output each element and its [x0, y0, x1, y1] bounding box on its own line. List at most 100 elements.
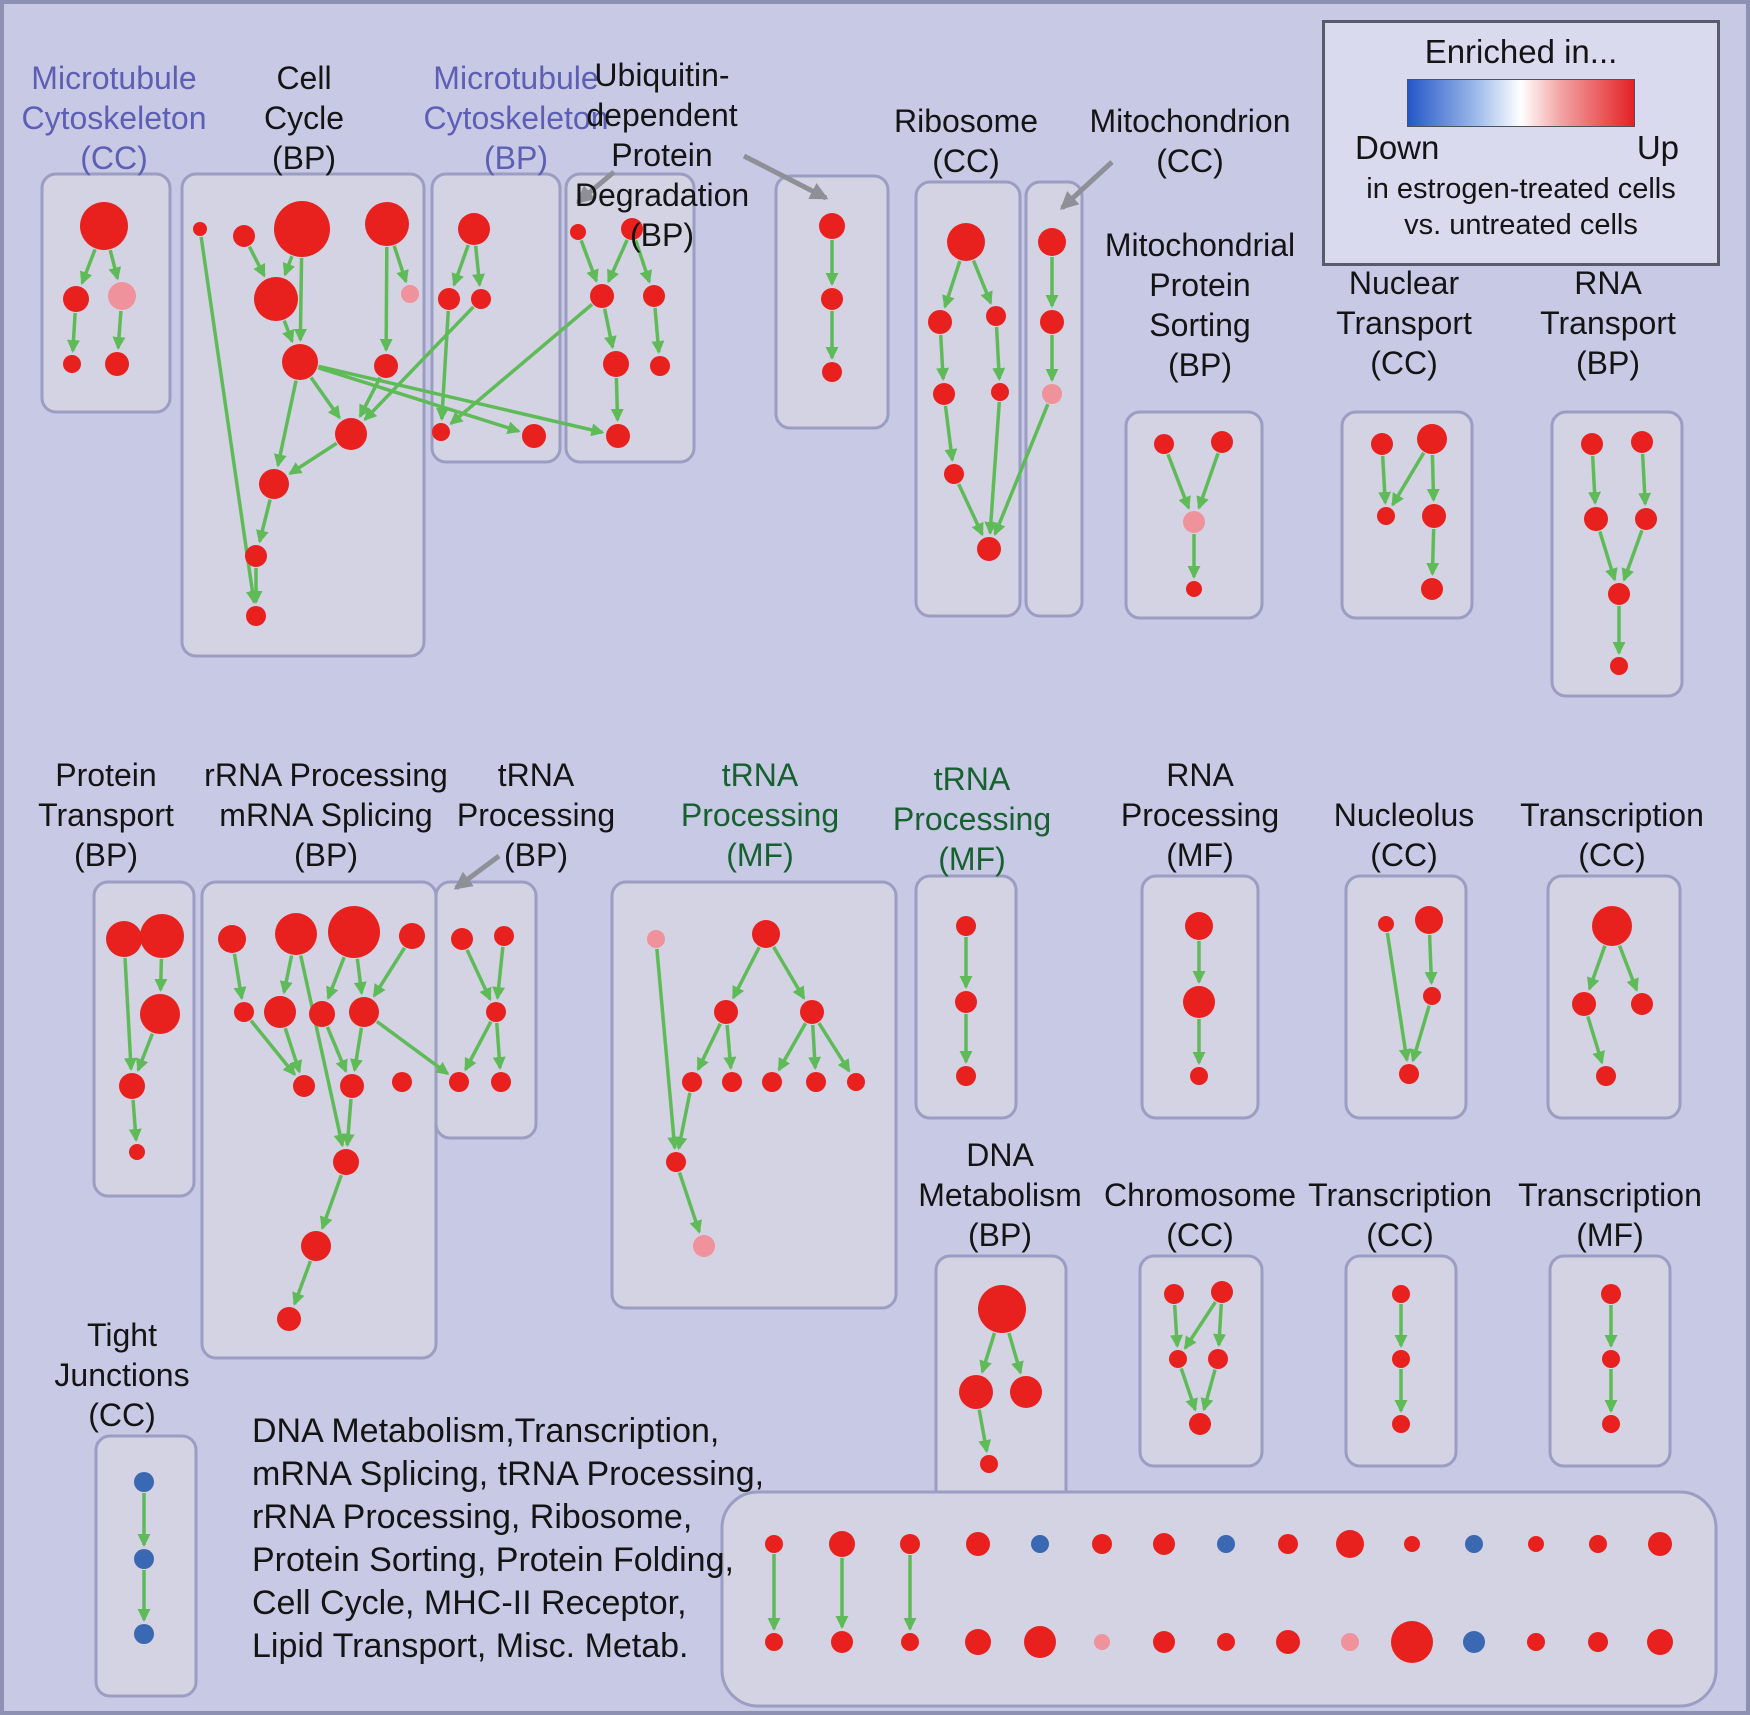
- node-mtbp-n2: [438, 288, 460, 310]
- cluster-box-rt: [1550, 410, 1684, 698]
- node-misc-mb2: [831, 1631, 853, 1653]
- node-txcc1-cc3: [1631, 993, 1653, 1015]
- edge: [606, 239, 629, 284]
- node-mps-p1: [1154, 434, 1174, 454]
- edge: [492, 946, 506, 1001]
- node-nt-q2: [1417, 424, 1447, 454]
- node-trnabp-x3: [486, 1002, 506, 1022]
- note-line: Protein Sorting, Protein Folding,: [252, 1541, 734, 1579]
- edge: [128, 1099, 142, 1142]
- edge: [232, 953, 247, 1001]
- node-nuo-bb3: [1423, 987, 1441, 1005]
- edge: [112, 310, 126, 350]
- node-trnabp-x2: [494, 926, 514, 946]
- node-mit-m3: [1042, 384, 1062, 404]
- note-line: rRNA Processing, Ribosome,: [252, 1498, 693, 1536]
- edge: [136, 1032, 155, 1072]
- node-rib-r4: [933, 383, 955, 405]
- node-rib-r5: [991, 383, 1009, 401]
- edge: [1424, 934, 1438, 985]
- node-misc-mt8: [1217, 1535, 1235, 1553]
- node-misc-mt13: [1528, 1536, 1544, 1552]
- node-trnamf1-y8: [806, 1072, 826, 1092]
- node-rrna-w3: [328, 906, 380, 958]
- node-misc-mt1: [765, 1535, 783, 1553]
- label-chromosome-cc: Chromosome(CC): [1104, 1177, 1296, 1253]
- node-misc-mb3: [901, 1633, 919, 1651]
- edge: [1213, 1303, 1226, 1347]
- edge: [282, 319, 295, 344]
- node-ubl-t1: [621, 218, 643, 240]
- node-misc-mb7: [1153, 1631, 1175, 1653]
- node-dna-dd3: [1010, 1376, 1042, 1408]
- node-pt-v1: [106, 921, 142, 957]
- edge: [1170, 1304, 1184, 1348]
- cluster-box-chr: [1138, 1254, 1264, 1468]
- node-chr-ee3: [1169, 1350, 1187, 1368]
- node-txcc2-ff3: [1392, 1415, 1410, 1433]
- cluster-box-mtbp: [430, 172, 562, 464]
- edge: [451, 244, 470, 287]
- node-tj-hh2: [134, 1549, 154, 1569]
- edge: [1586, 1015, 1605, 1065]
- edge: [723, 1024, 737, 1070]
- node-trnamf1-y11: [693, 1235, 715, 1257]
- edge: [731, 946, 761, 1000]
- node-mit-m2: [1040, 310, 1064, 334]
- node-cc-a: [193, 222, 207, 236]
- node-rrna-w8: [349, 997, 379, 1027]
- edge: [971, 259, 993, 305]
- edge: [66, 312, 80, 353]
- edge: [199, 236, 259, 605]
- edge: [817, 1022, 851, 1073]
- node-ubr-u1: [819, 213, 845, 239]
- node-ubr-u3: [822, 362, 842, 382]
- node-rib-r3: [986, 306, 1006, 326]
- edge: [392, 245, 409, 284]
- node-trnabp-x1: [451, 928, 473, 950]
- legend-up-label: Up: [1636, 129, 1679, 166]
- node-misc-mb10: [1341, 1633, 1359, 1651]
- edge: [1409, 1005, 1431, 1063]
- cluster-box-rib: [914, 180, 1022, 618]
- edge: [1378, 455, 1392, 505]
- node-ubl-t5: [650, 356, 670, 376]
- note-line: Lipid Transport, Misc. Metab.: [252, 1627, 689, 1665]
- edge: [325, 1026, 348, 1074]
- edge: [154, 958, 168, 992]
- node-rt-s5: [1608, 583, 1630, 605]
- note-line: Cell Cycle, MHC-II Receptor,: [252, 1584, 687, 1622]
- node-rrna-w14: [277, 1307, 301, 1331]
- label-nucleolus-cc: Nucleolus(CC): [1334, 797, 1475, 873]
- edge: [957, 483, 984, 537]
- node-rrna-w6: [264, 996, 296, 1028]
- node-rrna-w10: [340, 1074, 364, 1098]
- node-mtcc-A: [80, 202, 128, 250]
- edge: [299, 955, 347, 1148]
- edge: [1166, 453, 1191, 510]
- note-line: DNA Metabolism,Transcription,: [252, 1412, 720, 1450]
- edge: [651, 307, 665, 354]
- node-rrna-w12: [333, 1149, 359, 1175]
- edge: [279, 955, 294, 995]
- edge: [1196, 452, 1220, 510]
- node-misc-mb5: [1024, 1626, 1056, 1658]
- edge: [293, 257, 307, 342]
- node-txcc1-cc1: [1592, 906, 1632, 946]
- edge: [1391, 451, 1426, 507]
- node-mtbp-n1: [458, 213, 490, 245]
- node-mtcc-D: [63, 355, 81, 373]
- node-misc-mt7: [1153, 1533, 1175, 1555]
- edge: [1598, 530, 1618, 582]
- node-mtbp-n4: [432, 423, 450, 441]
- node-rt-s1: [1581, 433, 1603, 455]
- node-nuo-bb4: [1399, 1064, 1419, 1084]
- node-txcc2-ff2: [1392, 1350, 1410, 1368]
- node-chr-ee4: [1208, 1349, 1228, 1369]
- node-nt-q5: [1421, 578, 1443, 600]
- node-nuo-bb2: [1415, 906, 1443, 934]
